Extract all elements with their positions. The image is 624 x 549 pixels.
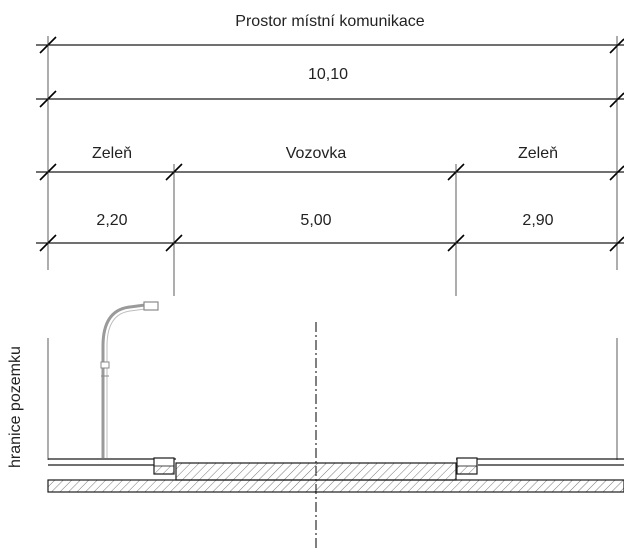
title-label: Prostor místní komunikace <box>235 13 425 30</box>
zone-width-left: 2,20 <box>96 212 127 229</box>
curb-right <box>456 457 478 475</box>
zone-width-right: 2,90 <box>522 212 553 229</box>
zone-name-left: Zeleň <box>92 145 132 162</box>
street-lamp-icon <box>100 301 159 458</box>
curb-left <box>153 457 175 475</box>
zone-name-right: Zeleň <box>518 145 558 162</box>
base-layer <box>47 479 624 493</box>
property-boundary-label: hranice pozemku <box>7 346 24 468</box>
zone-width-center: 5,00 <box>300 212 331 229</box>
total-width-label: 10,10 <box>308 66 348 83</box>
zone-name-center: Vozovka <box>286 145 347 162</box>
carriageway-surface <box>175 462 457 481</box>
